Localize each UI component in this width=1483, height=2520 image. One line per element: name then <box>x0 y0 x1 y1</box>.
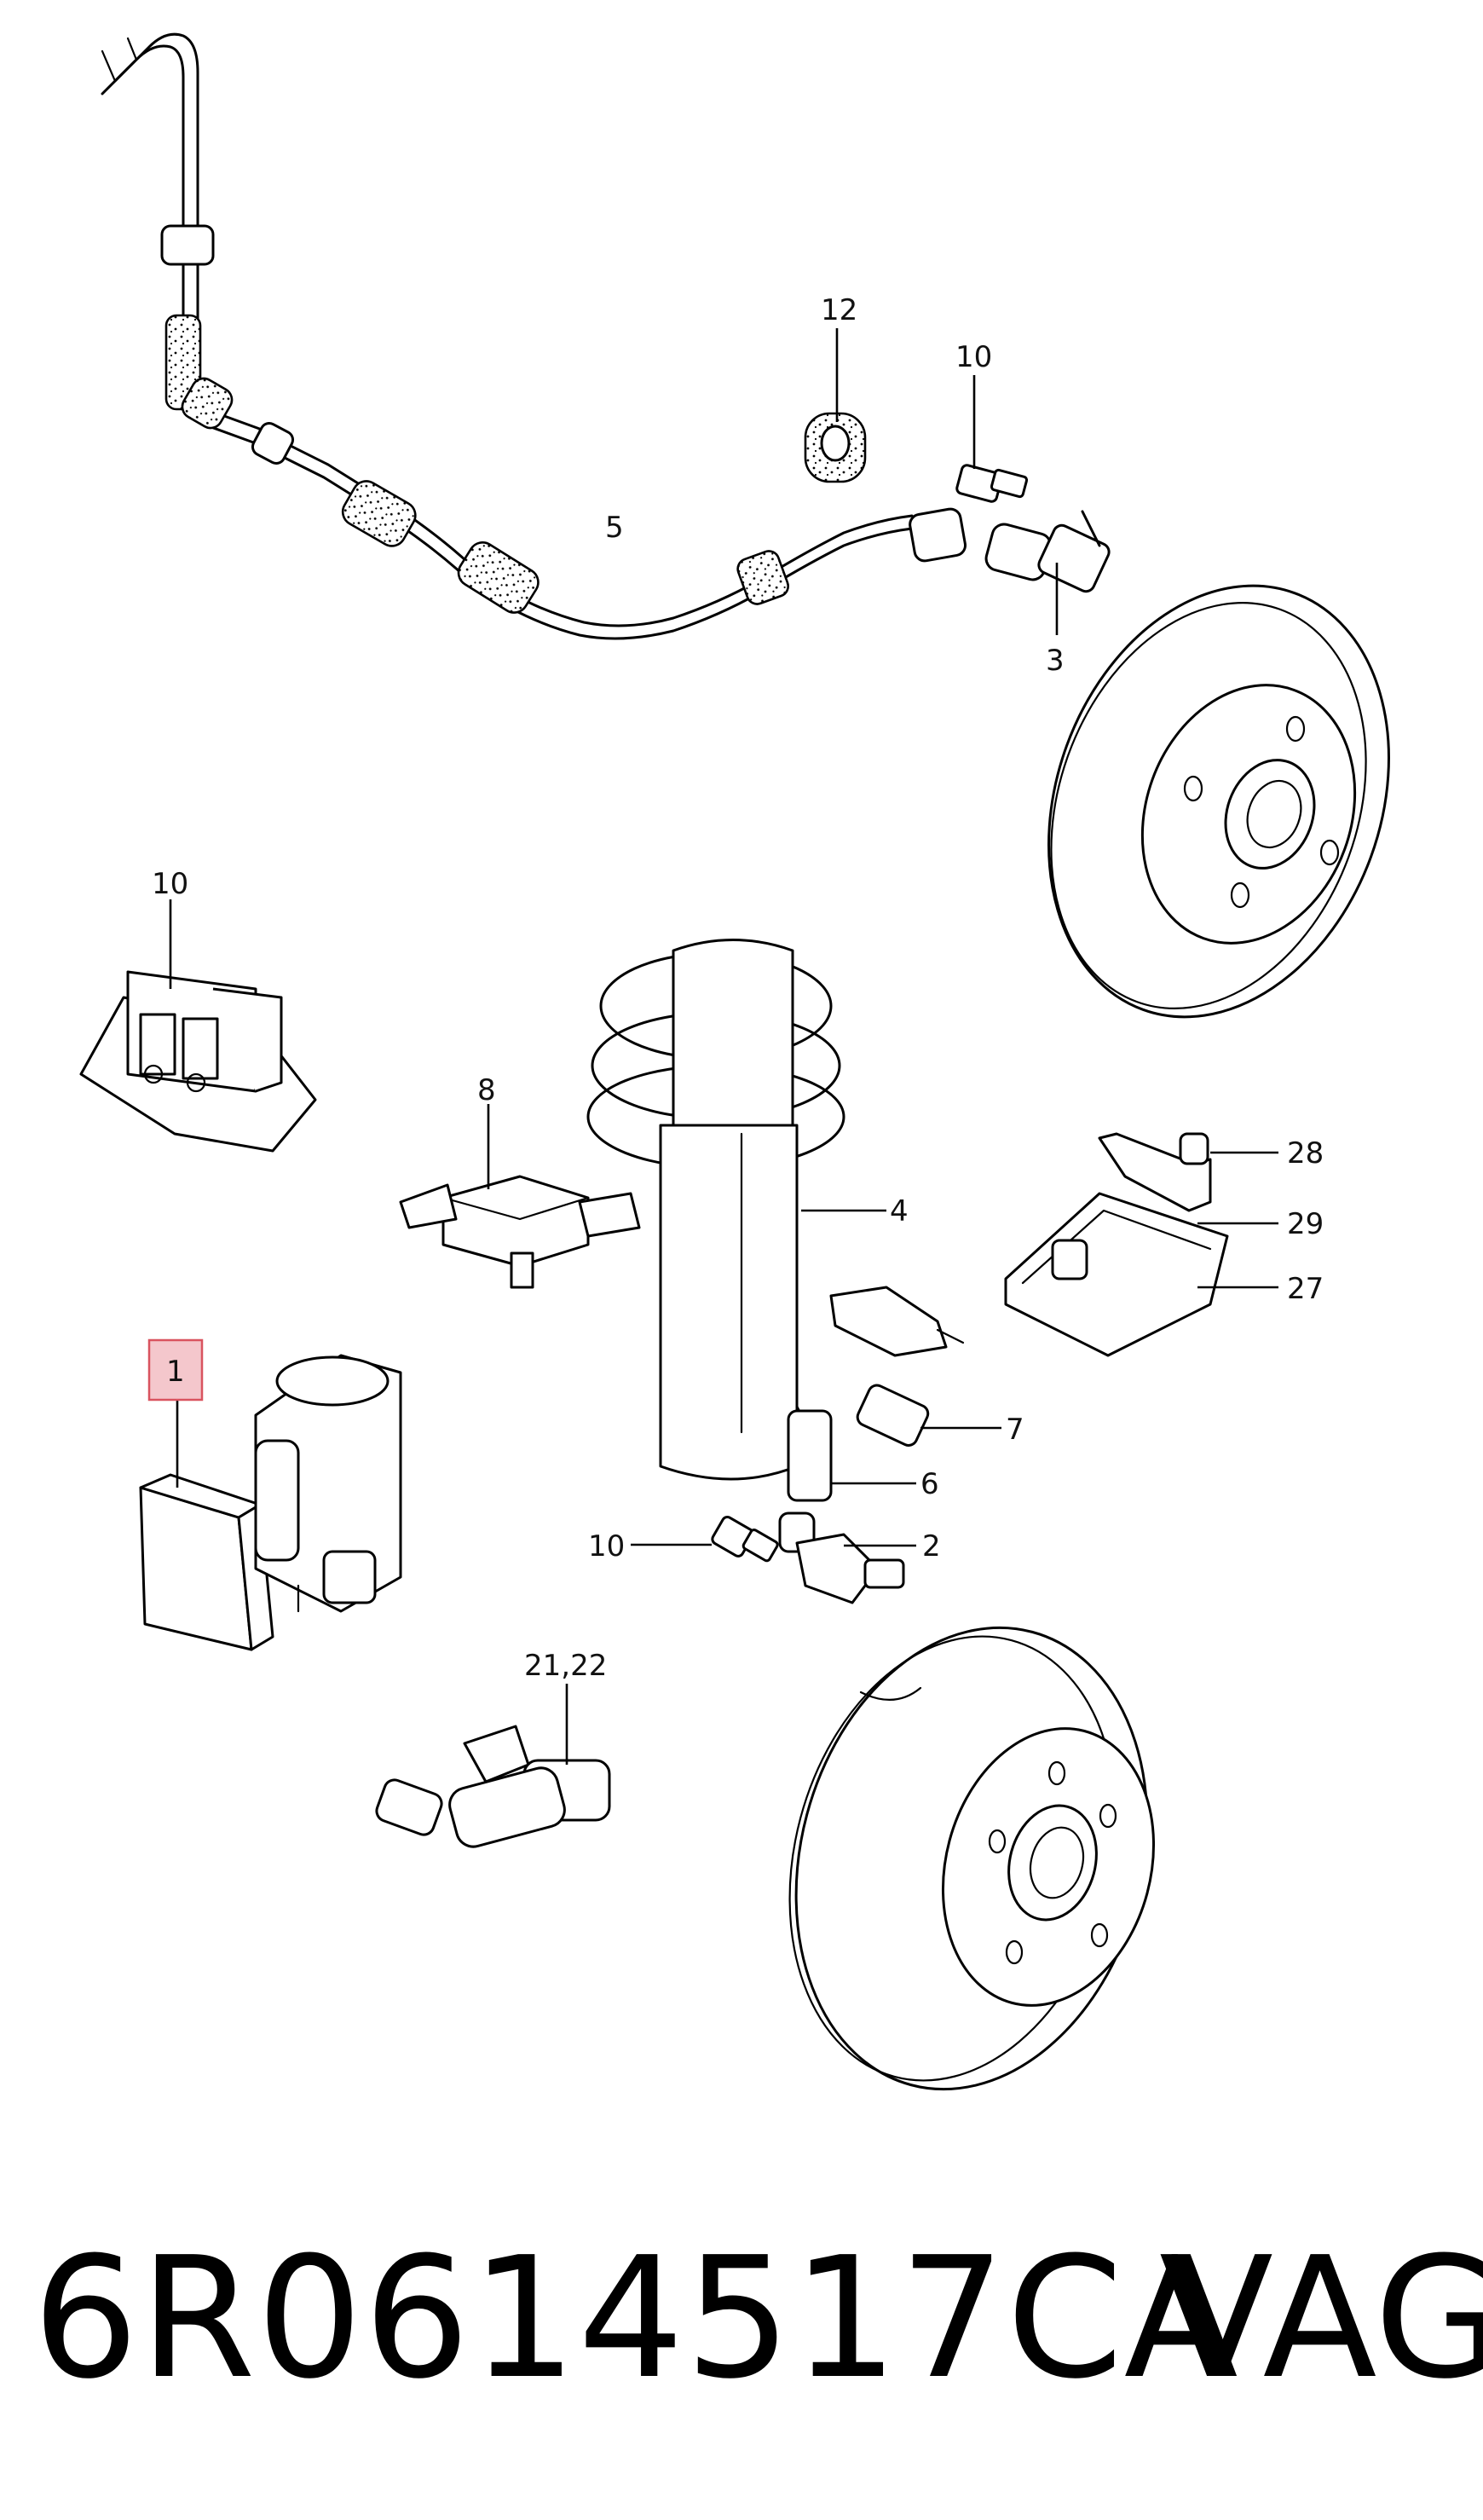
callout-21-22: 21,22 <box>524 1649 607 1683</box>
abs-control-unit <box>139 1354 402 1651</box>
hose-bracket <box>399 1104 641 1289</box>
speed-sensor-rear <box>984 510 1111 635</box>
callout-5: 5 <box>605 511 624 545</box>
callout-10-left: 10 <box>152 867 188 901</box>
callout-1-highlight <box>147 1338 204 1402</box>
part-number: 6R0614517CA <box>32 2222 1239 2416</box>
strut-assembly <box>586 939 886 1502</box>
callout-7: 7 <box>1006 1413 1024 1447</box>
bracket-assembly-right <box>1004 1132 1278 1357</box>
callout-4: 4 <box>890 1194 909 1228</box>
callout-29: 29 <box>1287 1207 1324 1241</box>
callout-27: 27 <box>1287 1272 1324 1306</box>
abs-mount-bracket <box>79 899 317 1153</box>
brake-disc-front <box>788 1626 1156 2091</box>
callout-1: 1 <box>166 1355 185 1389</box>
grommet <box>804 328 867 483</box>
callout-labels: 12 10 5 3 10 8 4 28 29 27 1 7 6 10 2 21,… <box>152 293 1324 1683</box>
sensor-cable <box>101 32 967 640</box>
callout-6: 6 <box>920 1467 939 1501</box>
callout-8: 8 <box>477 1073 496 1107</box>
bolt-mid <box>631 1515 779 1563</box>
callout-10-mid: 10 <box>588 1529 625 1563</box>
brand-name: VAG <box>1159 2222 1483 2416</box>
strut-connectors <box>787 1286 1001 1502</box>
brake-disc-rear <box>1047 584 1390 1019</box>
callout-28: 28 <box>1287 1136 1324 1170</box>
speed-sensor-front <box>778 1511 916 1604</box>
callout-12: 12 <box>821 293 857 327</box>
callout-2: 2 <box>922 1529 941 1563</box>
callout-3: 3 <box>1046 644 1065 678</box>
bolt-top <box>955 375 1029 503</box>
callout-10-top: 10 <box>955 340 992 374</box>
brake-pressure-sender <box>375 1684 611 1848</box>
